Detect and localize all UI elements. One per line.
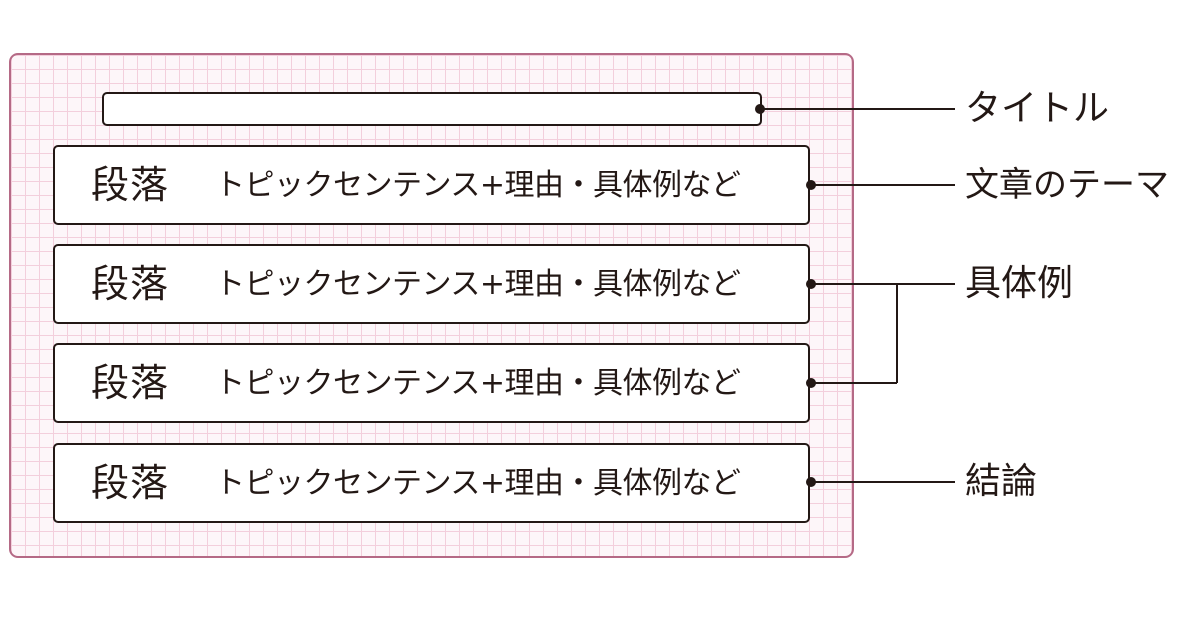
conclusion-connector-dot	[806, 477, 816, 487]
paragraph-content: トピックセンテンス+理由・具体例など	[215, 366, 741, 401]
paragraph-heading: 段落	[91, 461, 170, 505]
examples-connector-dot-lower	[806, 378, 816, 388]
paragraph-content: トピックセンテンス+理由・具体例など	[215, 168, 741, 203]
paragraph-box-4: 段落 トピックセンテンス+理由・具体例など	[53, 443, 810, 523]
paragraph-heading: 段落	[91, 262, 170, 306]
paragraph-box-3: 段落 トピックセンテンス+理由・具体例など	[53, 343, 810, 423]
label-theme: 文章のテーマ	[965, 165, 1169, 205]
paragraph-content: トピックセンテンス+理由・具体例など	[215, 267, 741, 302]
label-conclusion: 結論	[965, 461, 1038, 502]
paragraph-content: トピックセンテンス+理由・具体例など	[215, 466, 741, 501]
examples-connector-dot-upper	[806, 279, 816, 289]
paragraph-box-1: 段落 トピックセンテンス+理由・具体例など	[53, 145, 810, 225]
label-examples: 具体例	[965, 263, 1074, 304]
paragraph-box-2: 段落 トピックセンテンス+理由・具体例など	[53, 244, 810, 324]
title-box	[102, 92, 762, 126]
paragraph-heading: 段落	[91, 361, 170, 405]
theme-connector-dot	[806, 180, 816, 190]
label-title: タイトル	[965, 88, 1110, 129]
paragraph-heading: 段落	[91, 163, 170, 207]
title-connector-dot	[755, 104, 765, 114]
